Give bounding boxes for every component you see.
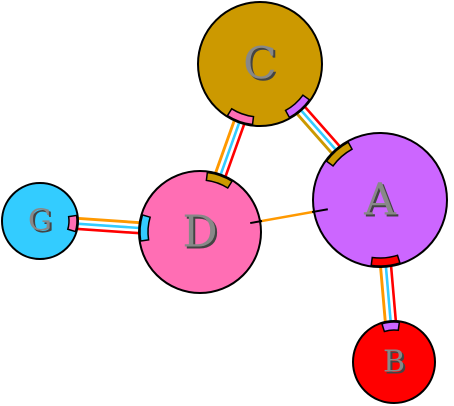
- node-label: G: [28, 204, 52, 239]
- port-c-to-d: [226, 107, 255, 126]
- port-a-to-c: [325, 141, 354, 167]
- node-c[interactable]: CC: [197, 1, 323, 127]
- node-circle: [1, 182, 79, 260]
- node-a[interactable]: AA: [312, 132, 448, 268]
- node-circle: [312, 132, 448, 268]
- node-label-shadow: C: [245, 41, 279, 92]
- connector-tick-d: [250, 219, 263, 225]
- node-label: D: [182, 207, 217, 258]
- port-d-to-g: [139, 213, 152, 242]
- node-label-shadow: A: [365, 177, 399, 228]
- node-label-shadow: B: [385, 347, 407, 382]
- node-g[interactable]: GG: [1, 182, 79, 260]
- port-d-to-c: [205, 171, 234, 190]
- nodes-layer: AA BB CC DD GG: [1, 1, 448, 404]
- port-c-to-a: [284, 94, 311, 119]
- port-a-to-b: [370, 254, 401, 267]
- node-label-shadow: G: [30, 206, 54, 241]
- node-b[interactable]: BB: [352, 320, 436, 404]
- node-label: B: [383, 345, 405, 380]
- connector-tick-a: [311, 208, 328, 214]
- node-label-shadow: D: [184, 209, 219, 260]
- node-circle: [138, 170, 262, 294]
- node-circle: [352, 320, 436, 404]
- port-g-to-d: [66, 214, 78, 233]
- node-d[interactable]: DD: [138, 170, 262, 294]
- node-circle: [197, 1, 323, 127]
- node-label: A: [363, 175, 397, 226]
- port-b-to-a: [381, 321, 401, 333]
- node-label: C: [243, 39, 277, 90]
